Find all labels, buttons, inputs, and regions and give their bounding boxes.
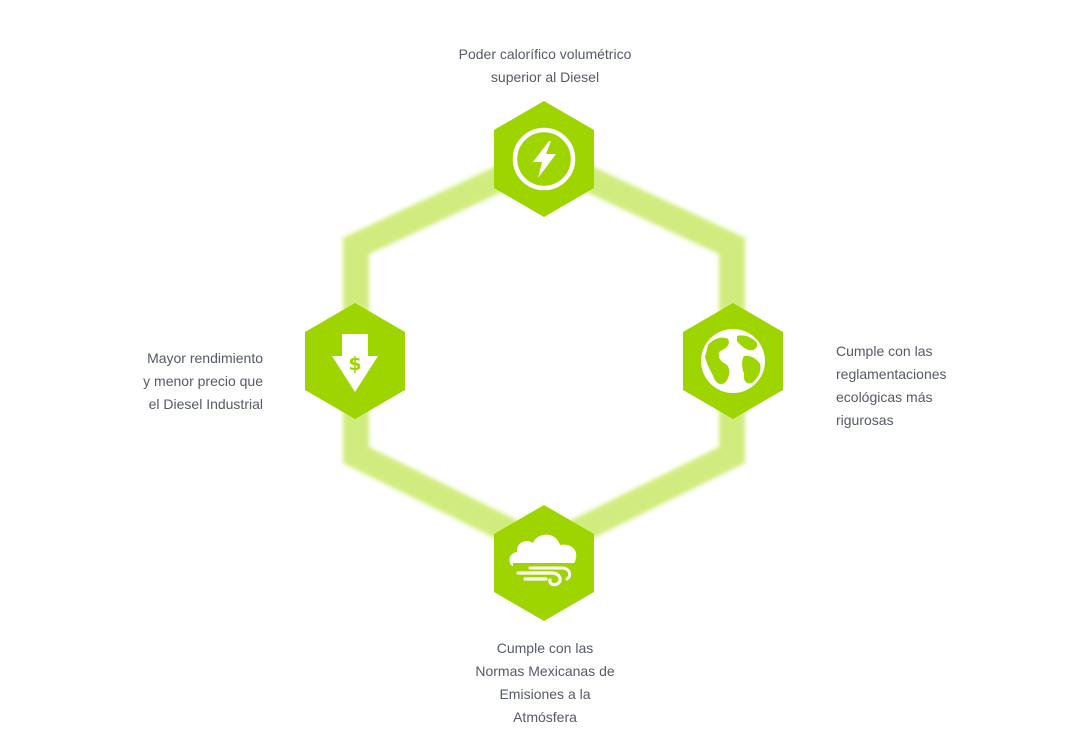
node-right-label: Cumple con las reglamentaciones ecológic… [836, 340, 996, 432]
cloud-wind-icon [509, 534, 581, 587]
label-line: ecológicas más [836, 389, 933, 405]
globe-icon [701, 329, 765, 393]
price-down-arrow-icon: $ [332, 334, 378, 392]
label-line: Poder calorífico volumétrico [458, 46, 632, 62]
label-line: y menor precio que [143, 373, 263, 389]
node-left: $ [305, 303, 405, 419]
node-top [494, 101, 594, 217]
label-line: Normas Mexicanas de [475, 663, 615, 679]
node-bottom-label: Cumple con las Normas Mexicanas de Emisi… [455, 637, 635, 729]
lightning-bolt-icon [512, 127, 576, 191]
node-left-label: Mayor rendimiento y menor precio que el … [100, 347, 263, 416]
label-line: Mayor rendimiento [147, 350, 263, 366]
label-line: Atmósfera [513, 709, 577, 725]
node-right [683, 303, 783, 419]
label-line: Cumple con las [836, 343, 933, 359]
label-line: el Diesel Industrial [148, 396, 263, 412]
label-line: rigurosas [836, 412, 894, 428]
label-line: reglamentaciones [836, 366, 947, 382]
label-line: superior al Diesel [490, 69, 600, 85]
label-line: Emisiones a la [499, 686, 591, 702]
svg-text:$: $ [348, 353, 361, 375]
node-top-label: Poder calorífico volumétrico superior al… [415, 43, 675, 89]
label-line: Cumple con las [496, 640, 594, 656]
node-bottom [494, 505, 594, 621]
